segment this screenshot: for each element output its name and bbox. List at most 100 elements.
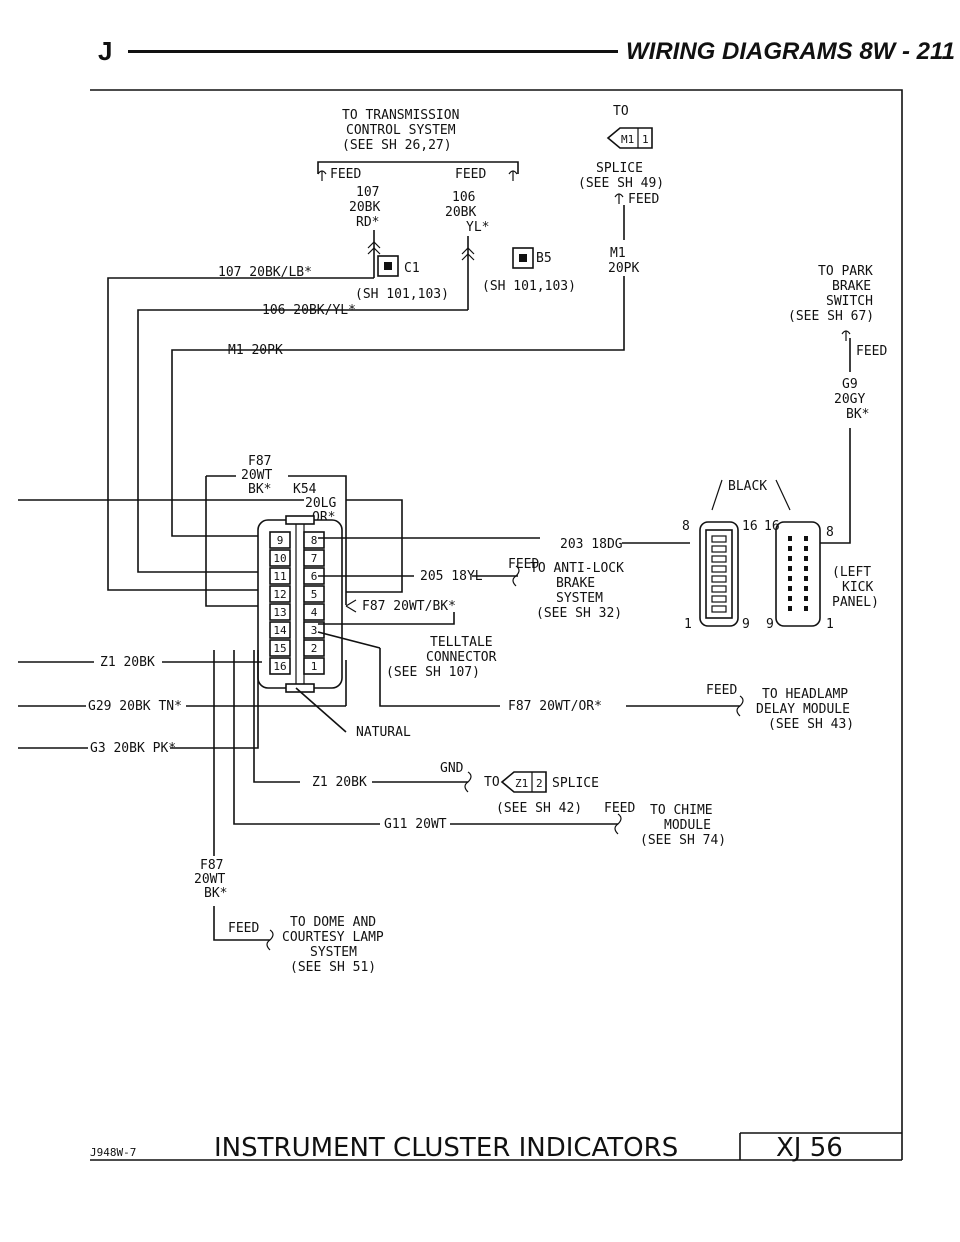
headlamp-l2: DELAY MODULE — [756, 702, 850, 717]
pin-slot — [711, 545, 727, 553]
black-p9b: 9 — [766, 617, 774, 632]
abs-l1: TO ANTI-LOCK — [530, 561, 624, 576]
splice-group: TO M1 1 SPLICE (SEE SH 49) FEED M1 20PK — [578, 104, 664, 276]
cavity-number: 7 — [311, 552, 318, 565]
cavity-number: 11 — [273, 570, 286, 583]
f87c-l1: F87 — [200, 858, 223, 873]
park-col: BK* — [846, 407, 869, 422]
z1-tag: Z1 — [515, 777, 528, 790]
wire-bundle-right: 203 18DG 205 18YL FEED TO ANTI-LOCK BRAK… — [18, 537, 854, 975]
black-p8a: 8 — [682, 519, 690, 534]
header-title: WIRING DIAGRAMS 8W - 211 — [626, 38, 955, 65]
f87-l3: BK* — [248, 482, 271, 497]
pin-dot — [788, 536, 792, 541]
cavity-box — [269, 567, 291, 585]
cavity-number: 2 — [311, 642, 318, 655]
pin-dot — [804, 536, 808, 541]
park-l2: BRAKE — [832, 279, 871, 294]
pin-slot — [711, 575, 727, 583]
w106-ga: 20BK — [445, 205, 476, 220]
feed-label-107: FEED — [330, 167, 361, 182]
abs-l4: (SEE SH 32) — [536, 606, 622, 621]
m1-tag-num: 1 — [642, 133, 649, 146]
m1-tag: M1 — [621, 133, 634, 146]
kick-l2: KICK — [842, 580, 873, 595]
feed-label-106: FEED — [455, 167, 486, 182]
b5-label: B5 — [536, 251, 552, 266]
black-label: BLACK — [728, 479, 767, 494]
z1-splice-icon — [500, 771, 547, 793]
abs-feed: FEED — [508, 557, 539, 572]
cavity-box — [303, 657, 325, 675]
f87-l2: 20WT — [241, 468, 272, 483]
k54-l2: 20LG — [305, 496, 336, 511]
f87b-label: F87 20WT/BK* — [362, 599, 456, 614]
headlamp-l3: (SEE SH 43) — [768, 717, 854, 732]
splice-feed: FEED — [628, 192, 659, 207]
trans-label-2: CONTROL SYSTEM — [346, 123, 456, 138]
black-p9a: 9 — [742, 617, 750, 632]
dome-l2: COURTESY LAMP — [282, 930, 384, 945]
cavity-number: 5 — [311, 588, 318, 601]
pin-slot — [711, 585, 727, 593]
cavity-number: 13 — [273, 606, 286, 619]
cavity-box — [303, 585, 325, 603]
cavity-number: 1 — [311, 660, 318, 673]
header-rule — [128, 50, 618, 53]
pin-dot — [804, 566, 808, 571]
dome-l3: SYSTEM — [310, 945, 357, 960]
black-p1a: 1 — [684, 617, 692, 632]
page-header: J WIRING DIAGRAMS 8W - 211 — [0, 0, 960, 70]
park-brake-group: TO PARK BRAKE SWITCH (SEE SH 67) FEED G9… — [788, 264, 887, 544]
pin-dot — [804, 596, 808, 601]
dome-feed: FEED — [228, 921, 259, 936]
z1b-label: Z1 20BK — [312, 775, 367, 790]
cavity-box — [269, 603, 291, 621]
f87c-l3: BK* — [204, 886, 227, 901]
footer-title: INSTRUMENT CLUSTER INDICATORS — [214, 1133, 678, 1163]
telltale-l1: TELLTALE — [430, 635, 493, 650]
black-p16b: 16 — [764, 519, 780, 534]
natural-label: NATURAL — [356, 725, 411, 740]
park-l3: SWITCH — [826, 294, 873, 309]
footer-code: J948W-7 — [90, 1146, 136, 1159]
chime-feed: FEED — [604, 801, 635, 816]
dome-l1: TO DOME AND — [290, 915, 376, 930]
pin-dot — [788, 576, 792, 581]
z1-tag-num: 2 — [536, 777, 543, 790]
g29-label: G29 20BK TN* — [88, 699, 182, 714]
z1-to: TO — [484, 775, 500, 790]
kick-l3: PANEL) — [832, 595, 879, 610]
w106-label: 106 20BK/YL* — [262, 303, 356, 318]
pin-dot — [804, 606, 808, 611]
cavity-box — [269, 657, 291, 675]
trans-label-3: (SEE SH 26,27) — [342, 138, 452, 153]
trans-label-1: TO TRANSMISSION — [342, 108, 459, 123]
black-p1b: 1 — [826, 617, 834, 632]
pin-dot — [788, 606, 792, 611]
m1-id: M1 — [610, 246, 626, 261]
splice-label-1: SPLICE — [596, 161, 643, 176]
wm1-label: M1 20PK — [228, 343, 283, 358]
z1-see: (SEE SH 42) — [496, 801, 582, 816]
w107-ga: 20BK — [349, 200, 380, 215]
w106-col: YL* — [466, 220, 489, 235]
sh-label-1: (SH 101,103) — [355, 287, 449, 302]
w106-num: 106 — [452, 190, 475, 205]
cavity-number: 3 — [311, 624, 318, 637]
pin-dot — [804, 546, 808, 551]
z1-gnd: GND — [440, 761, 464, 776]
header-letter: J — [98, 36, 113, 66]
black-connector: BLACK 8 16 16 8 1 9 9 1 (LEFT KICK PANEL… — [682, 479, 879, 632]
park-l1: TO PARK — [818, 264, 873, 279]
z1-splice-label: SPLICE — [552, 776, 599, 791]
pin-dot — [804, 576, 808, 581]
pin-dot — [788, 566, 792, 571]
sh-label-2: (SH 101,103) — [482, 279, 576, 294]
park-l4: (SEE SH 67) — [788, 309, 874, 324]
w107-col: RD* — [356, 215, 379, 230]
abs-l3: SYSTEM — [556, 591, 603, 606]
cavity-box — [303, 639, 325, 657]
telltale-l2: CONNECTOR — [426, 650, 497, 665]
